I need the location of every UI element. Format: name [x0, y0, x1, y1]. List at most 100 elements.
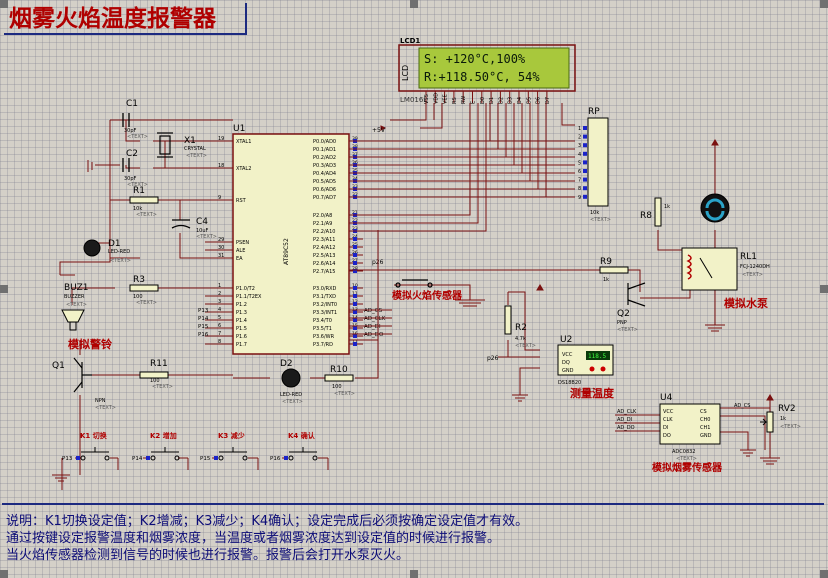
pin-state-marker	[353, 294, 357, 298]
rl1-value: FCJ-1240DH	[740, 264, 770, 270]
u2-pin-dq: DQ	[562, 360, 570, 366]
mcu-pin-name: P0.7/AD7	[313, 195, 336, 201]
u2-text: <TEXT>	[578, 388, 599, 394]
resistor-r2[interactable]	[504, 305, 512, 335]
mcu-pin-name: P0.6/AD6	[313, 187, 336, 193]
capacitor-c1[interactable]	[122, 113, 130, 127]
r9-ref: R9	[600, 257, 612, 267]
r10-value: 100	[332, 384, 342, 390]
mcu-pin-number: 5	[218, 315, 221, 321]
key-label: K2 增加	[150, 431, 177, 440]
rp-pin-number: 2	[578, 135, 581, 141]
u4-pin-name: DI	[663, 425, 668, 431]
selection-handle-top-left[interactable]	[0, 0, 8, 8]
pin-state-marker	[353, 302, 357, 306]
selection-handle-middle-right[interactable]	[820, 285, 828, 293]
u4-ref: U4	[660, 393, 673, 403]
key-net-label: P14	[132, 456, 143, 462]
relay-rl1[interactable]	[681, 247, 738, 291]
transistor-q1[interactable]	[73, 357, 92, 393]
lcd-pin-label: D4	[517, 97, 523, 104]
u4-pin-name: VCC	[663, 409, 674, 415]
adc-net-cs: AD_CS	[734, 403, 750, 409]
annotation-measure-temp: 测量温度	[570, 386, 615, 400]
mcu-pin-number: 7	[218, 331, 221, 337]
capacitor-c4[interactable]	[171, 219, 191, 229]
schematic-canvas[interactable]: S: +120°C,100% R:+118.50°C, 54% LCD1 LM0…	[0, 0, 828, 505]
temp-sensor-u2[interactable]: 118.5	[557, 344, 614, 376]
key-label: K4 确认	[288, 431, 316, 440]
q1-value: NPN	[95, 398, 106, 404]
lcd-pin-label: D0	[480, 97, 486, 104]
resistor-pack-rp[interactable]	[587, 117, 609, 207]
led-d2[interactable]	[281, 368, 301, 388]
fan-motor[interactable]	[700, 193, 730, 223]
pin-state-marker	[583, 143, 587, 148]
resistor-r1[interactable]	[129, 196, 159, 204]
resistor-r11[interactable]	[139, 371, 169, 379]
c4-text: <TEXT>	[196, 234, 217, 240]
rv2-text: <TEXT>	[780, 424, 801, 430]
r3-text: <TEXT>	[136, 300, 157, 306]
selection-handle-top-right[interactable]	[820, 0, 828, 8]
selection-handle-bottom-middle[interactable]	[410, 570, 418, 578]
lcd-line-1: S: +120°C,100%	[424, 52, 526, 66]
u4-pin-name: CH1	[700, 425, 710, 431]
r10-text: <TEXT>	[334, 391, 355, 397]
capacitor-c2[interactable]	[122, 158, 130, 172]
resistor-r8[interactable]	[654, 197, 662, 227]
notes-panel: 说明：K1切换设定值；K2增减；K3减少；K4确认；设定完成后必须按确定设定值才…	[2, 503, 824, 577]
mcu-ref: U1	[233, 124, 245, 134]
mcu-pin-name: P3.1/TXD	[313, 294, 336, 300]
pin-state-marker	[583, 186, 587, 191]
lcd-module[interactable]: S: +120°C,100% R:+118.50°C, 54% LCD1 LM0…	[398, 37, 576, 104]
selection-handle-top-middle[interactable]	[410, 0, 418, 8]
net-label: P15	[198, 324, 209, 330]
power-symbols	[380, 125, 774, 401]
selection-handle-bottom-right[interactable]	[820, 570, 828, 578]
mcu-pin-number: 6	[218, 323, 221, 329]
key-contact	[242, 455, 248, 461]
buzzer-buz1[interactable]	[61, 309, 85, 331]
resistor-r3[interactable]	[129, 284, 159, 292]
pin-state-marker	[353, 245, 357, 249]
selection-handle-bottom-left[interactable]	[0, 570, 8, 578]
mcu-pin-number: 29	[218, 237, 224, 243]
lcd-pin-label: D5	[526, 97, 532, 104]
lcd-pin-label: D6	[536, 97, 542, 104]
mcu-pin-name: P3.7/RD	[313, 342, 333, 348]
mcu-pin-name: RST	[236, 198, 247, 204]
mcu-pin-number: 19	[218, 136, 224, 142]
mcu-pin-number: 18	[218, 163, 224, 169]
potentiometer-rv2[interactable]	[760, 411, 774, 433]
lcd-ref: LCD1	[400, 37, 420, 45]
adc-u4[interactable]	[659, 403, 721, 445]
r2-text: <TEXT>	[515, 343, 536, 349]
led-d1[interactable]	[83, 239, 101, 257]
transistor-q2[interactable]	[627, 282, 646, 307]
crystal-x1[interactable]	[157, 132, 173, 158]
d1-text: <TEXT>	[110, 258, 131, 264]
x1-ref: X1	[184, 136, 196, 146]
r1-text: <TEXT>	[136, 212, 157, 218]
lcd-side-label: LCD	[401, 65, 410, 81]
lcd-pin-label: RW	[461, 96, 467, 104]
lcd-pin-label: VSS	[424, 94, 430, 104]
r9-value: 1k	[603, 277, 609, 283]
x1-value: CRYSTAL	[184, 146, 206, 152]
c1-value: 30pF	[124, 128, 137, 134]
resistor-r10[interactable]	[324, 374, 354, 382]
d2-value: LED-RED	[280, 392, 302, 398]
mcu-part: AT89C52	[283, 238, 290, 265]
net-label: AD_DO	[364, 332, 384, 338]
key-contact	[312, 455, 318, 461]
key-contact	[150, 455, 156, 461]
flame-sensor-switch[interactable]	[395, 279, 433, 288]
resistor-r9[interactable]	[599, 266, 629, 274]
selection-handle-middle-left[interactable]	[0, 285, 8, 293]
pin-state-marker	[583, 126, 587, 130]
